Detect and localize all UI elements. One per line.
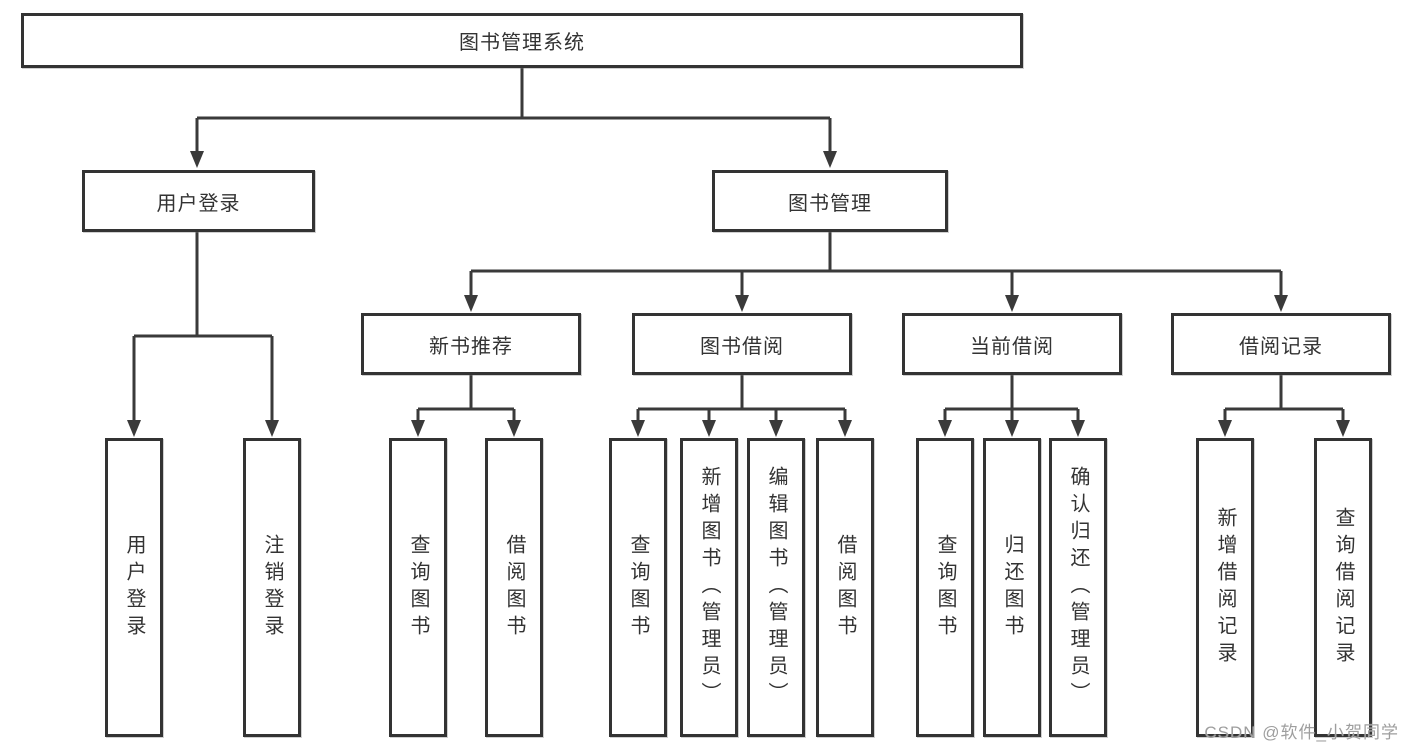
- node-root-system: 图书管理系统: [21, 13, 1023, 68]
- node-borrow-records: 借阅记录: [1171, 313, 1391, 375]
- leaf-edit-book-admin: 编辑图书（管理员）: [747, 438, 805, 737]
- leaf-add-book-admin: 新增图书（管理员）: [680, 438, 738, 737]
- leaf-return-book: 归还图书: [983, 438, 1041, 737]
- node-current-borrow: 当前借阅: [902, 313, 1122, 375]
- node-book-management: 图书管理: [712, 170, 948, 232]
- leaf-confirm-return-admin: 确认归还（管理员）: [1049, 438, 1107, 737]
- leaf-query-books-borrow: 查询图书: [609, 438, 667, 737]
- leaf-query-books-current: 查询图书: [916, 438, 974, 737]
- leaf-borrow-book-recommend: 借阅图书: [485, 438, 543, 737]
- leaf-logout: 注销登录: [243, 438, 301, 737]
- leaf-add-borrow-record: 新增借阅记录: [1196, 438, 1254, 737]
- leaf-query-borrow-record: 查询借阅记录: [1314, 438, 1372, 737]
- leaf-borrow-book: 借阅图书: [816, 438, 874, 737]
- csdn-watermark: CSDN @软件_小贺同学: [1204, 723, 1399, 742]
- leaf-query-books-recommend: 查询图书: [389, 438, 447, 737]
- node-user-login: 用户登录: [82, 170, 315, 232]
- node-new-book-recommend: 新书推荐: [361, 313, 581, 375]
- leaf-user-login: 用户登录: [105, 438, 163, 737]
- node-book-borrow: 图书借阅: [632, 313, 852, 375]
